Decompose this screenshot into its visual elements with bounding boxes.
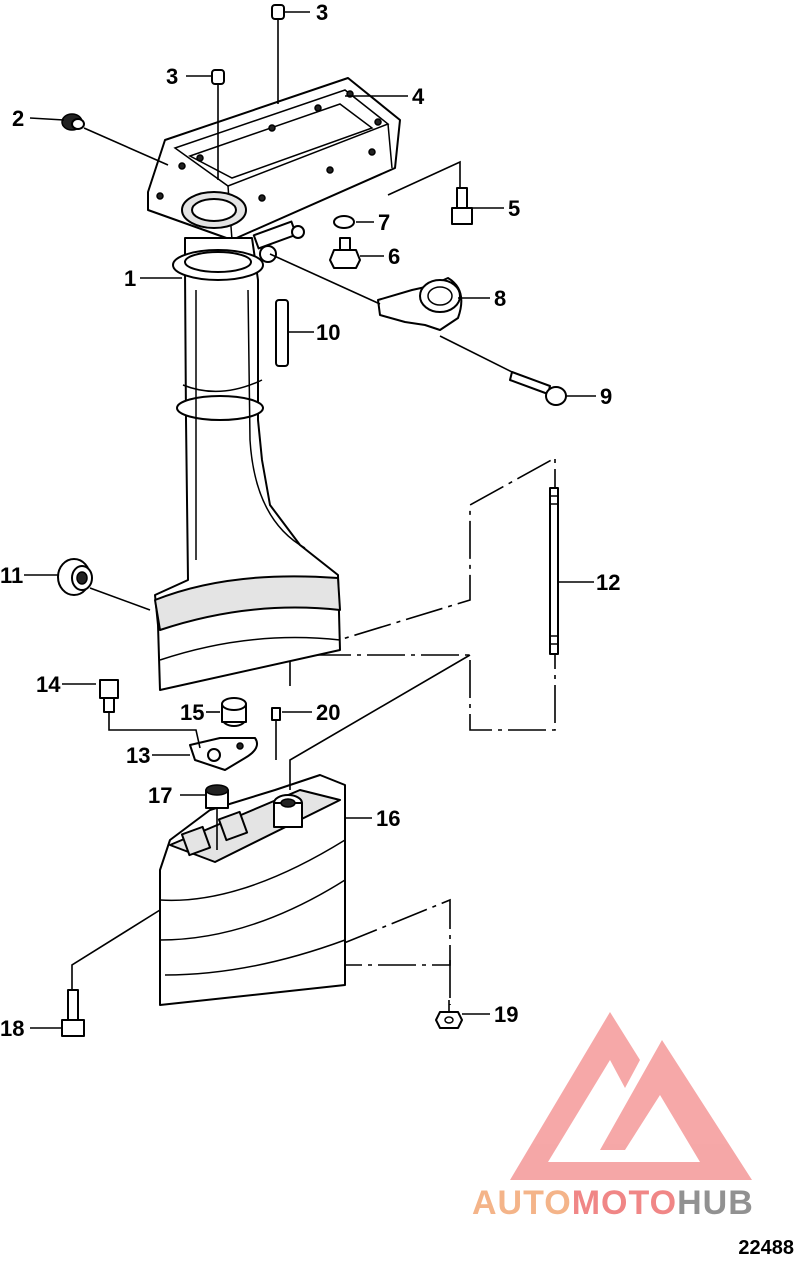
leader-lines [24,11,596,1029]
part-19-nut [435,1011,463,1029]
part-6-nut [329,237,361,269]
callout-labels: 1 2 3 3 4 5 6 7 8 9 10 11 12 13 14 15 16… [0,0,620,1041]
callout-9: 9 [600,384,612,409]
callout-12: 12 [596,570,620,595]
callout-7: 7 [378,210,390,235]
callout-18: 18 [0,1016,24,1041]
part-20-pin [271,707,281,721]
logo-word-moto: MOTO [572,1184,677,1222]
part-17-bushing [205,784,229,809]
part-5-screw [451,187,473,225]
part-1-driveshaft-housing [154,220,341,691]
callout-15: 15 [180,700,204,725]
callout-14: 14 [36,672,61,697]
callout-3-top: 3 [316,0,328,25]
callout-1: 1 [124,266,136,291]
svg-text:AUTOMOTOHUB: AUTOMOTOHUB [472,1184,754,1222]
part-9-bolt [509,371,567,406]
part-12-stud [549,487,559,655]
part-3-dowel-pin-top [271,4,285,20]
logo-word-auto: AUTO [472,1184,572,1222]
part-4-adaptor-plate [147,77,401,241]
callout-11: 11 [0,563,23,588]
callout-6: 6 [388,244,400,269]
logo-triangle-mark [510,1012,752,1180]
part-13-plate [189,737,258,771]
callout-10: 10 [316,320,340,345]
callout-17: 17 [148,783,172,808]
part-8-clamp [377,277,463,331]
callout-4: 4 [412,84,425,109]
part-15-grommet [221,697,247,727]
diagram-reference-number: 22488 [738,1237,794,1259]
callout-2: 2 [12,106,24,131]
part-18-bolt [61,989,85,1037]
part-11-seal [57,558,93,596]
callout-5: 5 [508,196,520,221]
callout-13: 13 [126,743,150,768]
part-16-gearcase-housing [159,774,346,1006]
callout-3-left: 3 [166,64,178,89]
logo-word-hub: HUB [677,1184,754,1222]
callout-8: 8 [494,286,506,311]
callout-19: 19 [494,1002,518,1027]
part-10-pin [275,299,289,367]
watermark-logo: AUTOMOTOHUB [472,1012,754,1222]
callout-16: 16 [376,806,400,831]
part-3-dowel-pin-left [211,69,225,85]
part-2-plug [61,113,85,131]
part-14-screw [99,679,119,713]
part-7-washer [333,215,355,229]
callout-20: 20 [316,700,340,725]
